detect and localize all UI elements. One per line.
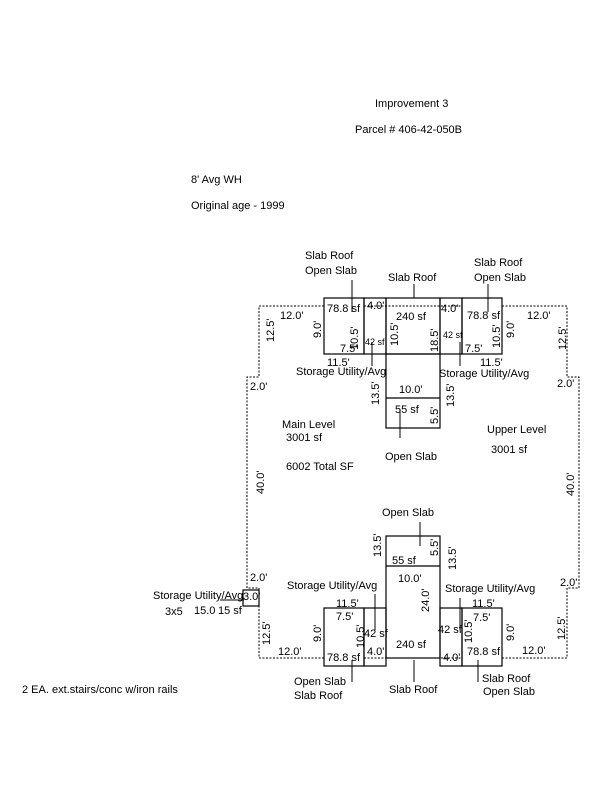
dimension-label: 13.5' [372,533,384,557]
improvement-title: Improvement 3 [375,98,449,110]
dimension-label: 11.5' [472,598,495,610]
dimension-label: 40.0' [565,472,577,496]
main-level-area: 3001 sf [286,432,323,444]
dimension-label: 7.5' [336,611,353,623]
main-level-label: Main Level [282,419,335,431]
dimension-label: 15.0 [194,605,215,617]
area-label: 55 sf [395,404,420,416]
dimension-label: 10.0' [399,384,423,396]
dimension-label: 10.5' [491,324,503,348]
upper-level-area: 3001 sf [491,444,528,456]
dimension-label: 40.0' [255,470,267,494]
dimension-label: 5.5' [429,539,441,556]
area-label: 78.8 sf [467,310,501,322]
dimension-label: 9.0' [312,321,324,338]
size-label: 3x5 [165,606,183,618]
dimension-label: 10.0' [398,573,422,585]
top-right-open-slab [461,297,503,355]
dimension-label: 7.5' [340,343,357,355]
dimension-label: 24.0' [420,588,432,612]
area-label: 42 sf [438,624,463,636]
callout-slab-roof: Slab Roof [305,250,354,262]
dimension-label: 12.0' [280,310,304,322]
dimension-label: 3.0' [243,591,260,603]
dimension-label: 4.0' [443,652,460,664]
left-storage-box [242,589,260,607]
storage-utility-label: Storage Utility/Avg [445,583,535,595]
dimension-label: 11.5' [327,357,350,369]
area-label: 78.8 sf [327,303,361,315]
callout-open-slab: Open Slab [483,686,535,698]
area-label: 15 sf [218,605,243,617]
original-age-note: Original age - 1999 [191,200,285,212]
area-label: 55 sf [392,555,417,567]
storage-utility-label: Storage Utility/Avg [439,368,529,380]
area-label: 240 sf [396,311,427,323]
area-label: 42 sf [443,330,463,340]
dimension-label: 12.5' [556,616,568,640]
callout-slab-roof: Slab Roof [294,690,343,702]
dimension-label: 2.0' [560,577,577,589]
callout-open-slab: Open Slab [305,265,357,277]
dimension-label: 4.0' [441,303,458,315]
bottom-right-open-slab [461,607,503,667]
dimension-label: 12.5' [261,621,273,645]
dimension-label: 13.5' [445,383,457,407]
callout-slab-roof: Slab Roof [389,684,438,696]
bottom-slab-roof [385,535,441,659]
dimension-label: 13.5' [447,546,459,570]
storage-utility-label: Storage Utility/Avg [153,590,243,602]
dimension-label: 11.5' [336,598,359,610]
area-label: 240 sf [396,639,427,651]
dimension-label: 9.0' [505,624,517,641]
dimension-label: 12.5' [557,326,569,350]
dimension-label: 12.0' [278,646,302,658]
dimension-label: 10.5' [463,619,475,643]
dimension-label: 4.0' [367,646,384,658]
dimension-label: 10.5' [389,322,401,346]
area-label: 78.8 sf [467,646,501,658]
dimension-label: 4.0' [367,300,384,312]
storage-utility-label: Storage Utility/Avg [287,580,377,592]
dimension-label: 10.5' [355,624,367,648]
callout-slab-roof: Slab Roof [482,673,531,685]
area-label: 78.8 sf [327,652,361,664]
dimension-label: 13.5' [370,381,382,405]
callout-open-slab: Open Slab [474,272,526,284]
callout-slab-roof: Slab Roof [474,257,523,269]
upper-level-label: Upper Level [487,424,546,436]
total-area: 6002 Total SF [286,461,354,473]
callout-open-slab: Open Slab [382,507,434,519]
dimension-label: 10.5' [349,326,361,350]
dimension-label: 12.0' [522,645,546,657]
dimension-label: 5.5' [429,407,441,424]
dimension-label: 11.5' [480,357,503,369]
dimension-label: 2.0' [250,572,267,584]
dimension-label: 2.0' [557,378,574,390]
dimension-label: 9.0' [505,321,517,338]
dimension-label: 9.0' [312,625,324,642]
dimension-label: 18.5' [429,328,441,352]
callout-slab-roof: Slab Roof [388,272,437,284]
top-center-open-slab [385,353,441,429]
dimension-label: 12.0' [527,310,551,322]
dimension-label: 7.5' [473,612,490,624]
parcel-number: Parcel # 406-42-050B [355,124,463,136]
storage-utility-label: Storage Utility/Avg [296,366,386,378]
dimension-label: 2.0' [250,381,267,393]
stairs-note: 2 EA. ext.stairs/conc w/iron rails [22,684,178,696]
area-label: 42 sf [364,628,389,640]
dimension-label: 7.5' [465,343,482,355]
wall-height-note: 8' Avg WH [191,174,242,186]
callout-open-slab: Open Slab [385,451,437,463]
area-label: 42 sf [365,337,385,347]
main-outline [246,305,580,659]
callout-open-slab: Open Slab [294,676,346,688]
dimension-label: 12.5' [265,318,277,342]
